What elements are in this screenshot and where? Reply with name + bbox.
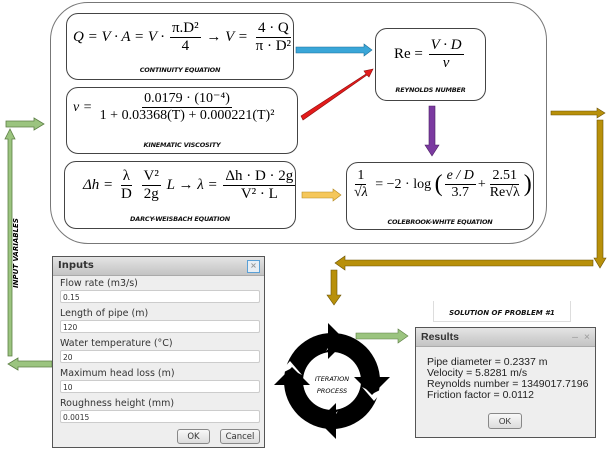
gold-arrow-left	[334, 255, 594, 271]
flow-rate-input[interactable]: 0.15	[60, 290, 260, 303]
ok-button[interactable]: OK	[177, 429, 210, 444]
roughness-height-label: Roughness height (mm)	[60, 398, 175, 409]
viscosity-formula: ν = 0.0179 · (10⁻⁴)1 + 0.03368(T) + 0.00…	[73, 91, 275, 124]
continuity-caption: CONTINUITY EQUATION	[139, 66, 221, 74]
pipe-length-label: Length of pipe (m)	[60, 308, 149, 319]
minimize-icon[interactable]: –	[572, 331, 578, 343]
inputs-dialog: Inputs × Flow rate (m3/s) 0.15 Length of…	[52, 256, 265, 448]
iteration-cycle-icon	[274, 323, 390, 439]
max-head-loss-input[interactable]: 10	[60, 380, 260, 393]
gold-arrow-right	[550, 107, 606, 119]
green-arrow-left-bottom	[7, 357, 53, 371]
viscosity-caption: KINEMATIC VISCOSITY	[143, 141, 221, 149]
inputs-dialog-title: Inputs	[58, 260, 94, 271]
colebrook-caption: COLEBROOK-WHITE EQUATION	[387, 218, 493, 226]
results-dialog-title: Results	[421, 331, 459, 343]
blue-arrow	[295, 43, 373, 57]
result-pipe-diameter: Pipe diameter = 0.2337 m	[427, 356, 548, 368]
result-friction-factor: Friction factor = 0.0112	[427, 389, 534, 401]
input-variables-label: INPUT VARIABLES	[12, 218, 20, 288]
pipe-length-input[interactable]: 120	[60, 320, 260, 333]
solution-caption: SOLUTION OF PROBLEM #1	[449, 309, 555, 317]
water-temperature-label: Water temperature (°C)	[60, 338, 173, 349]
green-arrow-right-top	[5, 117, 45, 131]
viscosity-equation-box: ν = 0.0179 · (10⁻⁴)1 + 0.03368(T) + 0.00…	[66, 87, 298, 154]
iteration-process-label: ITERATION PROCESS	[302, 373, 362, 397]
close-icon[interactable]: ×	[583, 331, 590, 343]
iteration-label-line1: ITERATION	[314, 375, 350, 383]
reynolds-caption: REYNOLDS NUMBER	[395, 86, 466, 94]
results-ok-button[interactable]: OK	[488, 413, 522, 429]
close-icon[interactable]: ×	[247, 260, 260, 273]
inputs-dialog-titlebar[interactable]: Inputs ×	[53, 257, 264, 276]
max-head-loss-label: Maximum head loss (m)	[60, 368, 175, 379]
darcy-caption: DARCY-WEISBACH EQUATION	[130, 215, 230, 223]
result-velocity: Velocity = 5.8281 m/s	[427, 367, 528, 379]
results-dialog: Results – × Pipe diameter = 0.2337 m Vel…	[415, 327, 596, 438]
flow-rate-label: Flow rate (m3/s)	[60, 278, 138, 289]
result-reynolds-number: Reynolds number = 1349017.7196	[427, 378, 589, 390]
equations-container	[50, 2, 547, 244]
results-dialog-titlebar[interactable]: Results – ×	[416, 328, 595, 347]
iteration-label-line2: PROCESS	[316, 387, 348, 395]
green-arrow-results	[355, 328, 409, 344]
gold-arrow-down-cycle	[326, 269, 342, 306]
red-arrow	[300, 68, 374, 121]
yellow-arrow	[301, 188, 342, 202]
roughness-height-input[interactable]: 0.0015	[60, 410, 260, 423]
water-temperature-input[interactable]: 20	[60, 350, 260, 363]
solution-caption-box: SOLUTION OF PROBLEM #1	[433, 301, 571, 322]
gold-arrow-down	[593, 119, 607, 269]
green-arrow-up	[4, 128, 16, 357]
cancel-button[interactable]: Cancel	[220, 429, 260, 444]
purple-arrow	[424, 105, 440, 157]
